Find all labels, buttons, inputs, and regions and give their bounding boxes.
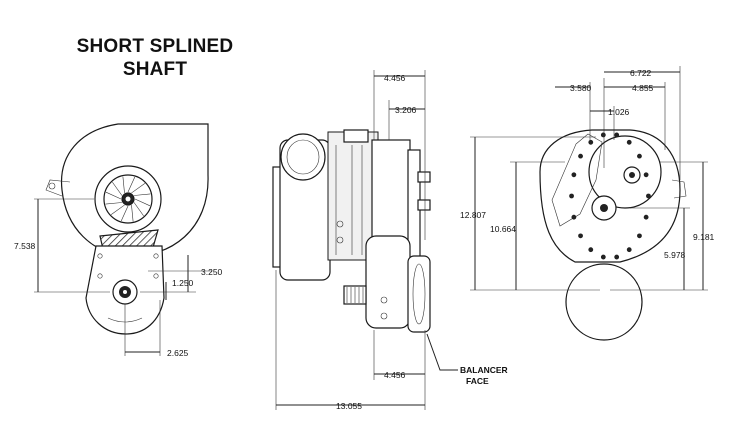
mount-ear-left — [45, 179, 71, 197]
callout-line-2: FACE — [466, 376, 489, 386]
dim-width-c: 1.026 — [608, 107, 630, 117]
dim-shaft-offset: 1.250 — [172, 278, 194, 288]
inlet-mouth — [280, 133, 326, 181]
rear-view: 6.722 3.580 4.855 1.026 12.807 10.664 9.… — [460, 66, 715, 341]
dim-height-a: 10.664 — [490, 224, 516, 234]
balancer-pulley — [407, 255, 431, 333]
impeller-vanes — [105, 176, 151, 222]
dim-top-length: 4.456 — [384, 73, 406, 83]
front-view: 7.538 3.250 1.250 2.625 — [14, 123, 223, 358]
dim-width-a: 3.580 — [570, 83, 592, 93]
drive-case — [365, 235, 411, 329]
bolt-circle — [569, 132, 651, 260]
dim-pulley-drop: 3.250 — [201, 267, 223, 277]
dim-width-b: 4.855 — [632, 83, 654, 93]
side-view: 4.456 3.206 4.456 13.055 BALANCER FACE — [272, 70, 508, 411]
dim-height-b: 9.181 — [693, 232, 715, 242]
title-line-1: SHORT SPLINED — [76, 36, 234, 57]
rear-pulley — [565, 263, 643, 341]
dim-height-total: 7.538 — [14, 241, 36, 251]
dim-top-mid: 3.206 — [395, 105, 417, 115]
dim-width-total: 6.722 — [630, 68, 652, 78]
dim-pulley-center: 2.625 — [167, 348, 189, 358]
dim-height-total: 12.807 — [460, 210, 486, 220]
dim-bottom-length: 4.456 — [384, 370, 406, 380]
title-line-2: SHAFT — [122, 59, 188, 80]
shaft-spline — [346, 287, 364, 303]
dim-height-c: 5.978 — [664, 250, 686, 260]
dim-overall: 13.055 — [336, 401, 362, 411]
callout-line-1: BALANCER — [460, 365, 508, 375]
